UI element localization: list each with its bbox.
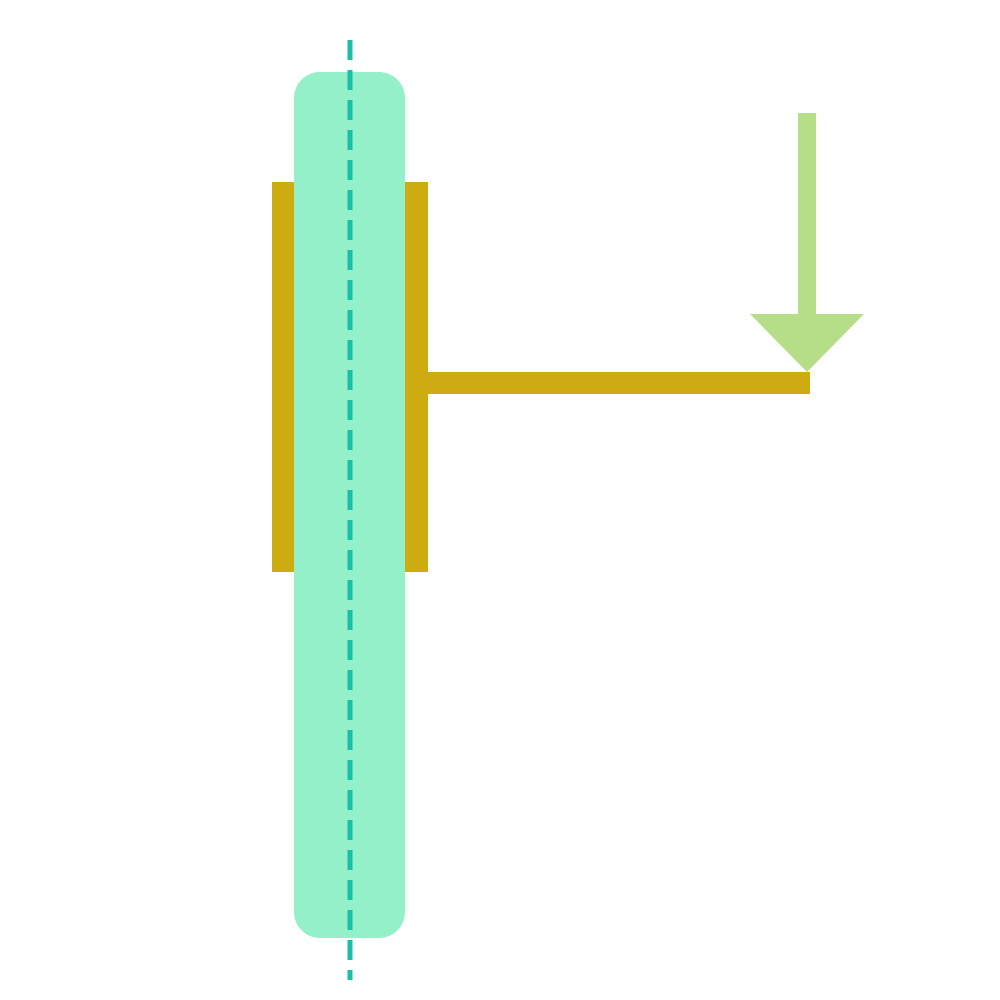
force-arrow: [750, 113, 864, 372]
force-arrow-head: [750, 314, 864, 372]
lever-arm: [428, 372, 810, 394]
force-arrow-shaft: [798, 113, 816, 317]
